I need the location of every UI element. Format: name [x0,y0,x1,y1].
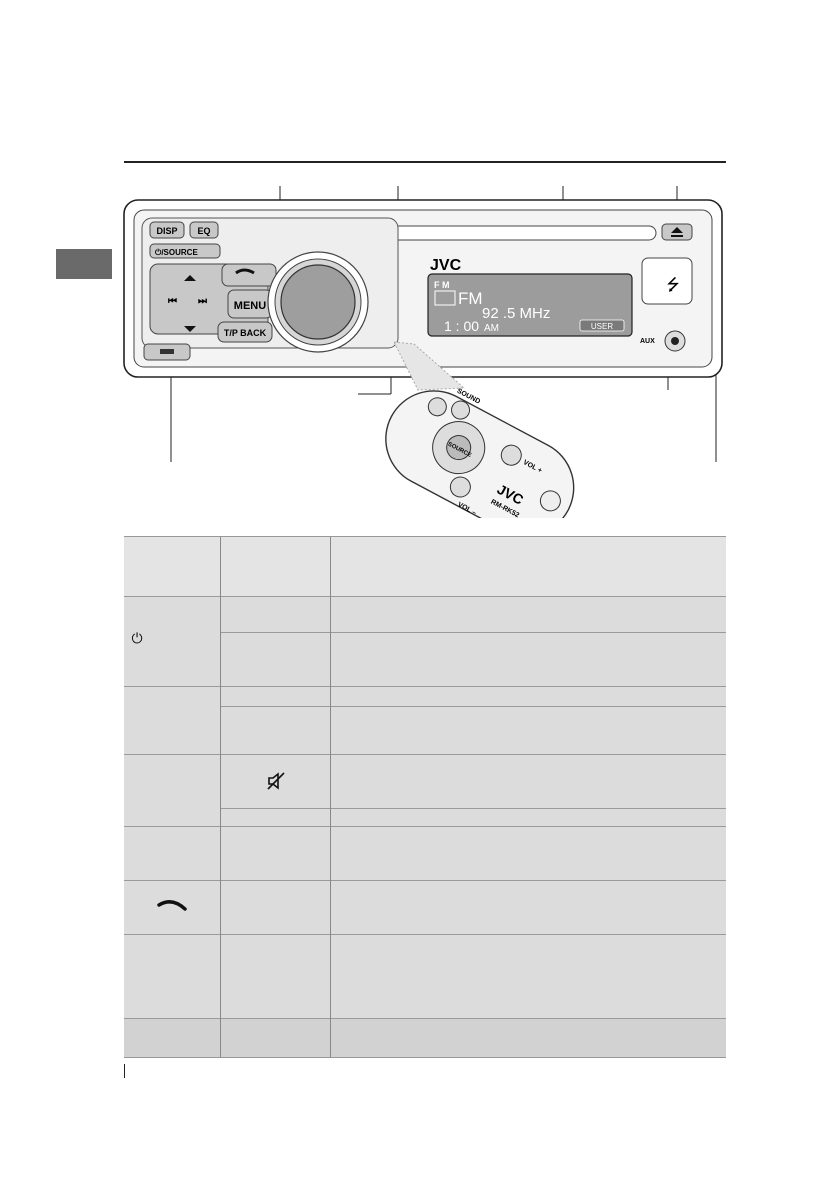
up-arrow-icon [184,275,196,281]
header-rule [124,161,726,163]
source-label: ⏻/SOURCE [155,248,198,257]
tuner-icon [434,290,456,306]
remote-source-button[interactable] [442,431,474,463]
tp-back-label: T/P BACK [224,328,267,338]
unit-illustration: DISP EQ ⏻/SOURCE ⏮ ⏭ MENU T/P BACK JVC F… [118,178,730,518]
page-footer-mark [124,1064,125,1078]
brand-logo: JVC [430,257,462,274]
prev-track-icon: ⏮ [168,296,177,307]
eq-button[interactable] [189,221,219,239]
menu-label: MENU [234,300,266,312]
table-row [124,827,726,881]
display-frequency: 92 .5 MHz [482,305,550,322]
table-row [220,633,726,687]
detach-icon [160,349,174,354]
phone-icon [154,897,190,917]
display-band: FM [458,289,483,308]
remote-att-button[interactable] [425,395,449,419]
down-arrow-icon [184,326,196,332]
band-indicator: F M [434,280,450,290]
phone-icon [235,268,255,275]
display-clock: 1 : 00 [444,318,479,334]
disp-button[interactable] [149,221,185,239]
table-row [124,755,220,827]
tp-back-button[interactable] [217,321,273,343]
remote-vol-minus-button[interactable] [447,473,474,500]
mute-icon [264,769,288,793]
control-table: ⏻ [124,536,726,1058]
table-header-row [124,537,726,597]
table-divider [220,537,221,1057]
table-row [124,1019,726,1057]
table-row [220,809,726,827]
power-icon: ⏻ [131,629,143,646]
disp-label: DISP [156,226,177,236]
source-button[interactable] [149,243,221,259]
eject-icon [671,227,683,233]
next-track-icon: ⏭ [198,296,207,307]
usb-icon: ⭍ [666,276,679,294]
table-row [220,707,726,755]
table-row [124,597,220,687]
remote-strap-hole [539,490,561,512]
table-divider [330,537,331,1057]
table-row [124,935,726,1019]
table-row [124,881,726,935]
section-tab [56,249,112,279]
table-row [220,755,726,809]
eq-label: EQ [197,226,210,236]
remote-control: SOUND SOURCE VOL + VOL – JVC RM-RK52 [385,388,575,518]
user-badge [579,319,625,332]
remote-vol-plus-button[interactable] [498,442,525,469]
phone-button[interactable] [221,263,277,287]
control-dial[interactable] [280,264,356,340]
remote-sound-button[interactable] [448,398,472,422]
table-row [220,687,726,707]
table-row [220,597,726,633]
table-row [124,687,220,755]
display-ampm: AM [484,323,499,334]
usb-cover[interactable] [641,257,693,305]
user-badge-label: USER [591,322,613,331]
aux-label: AUX [640,338,655,345]
